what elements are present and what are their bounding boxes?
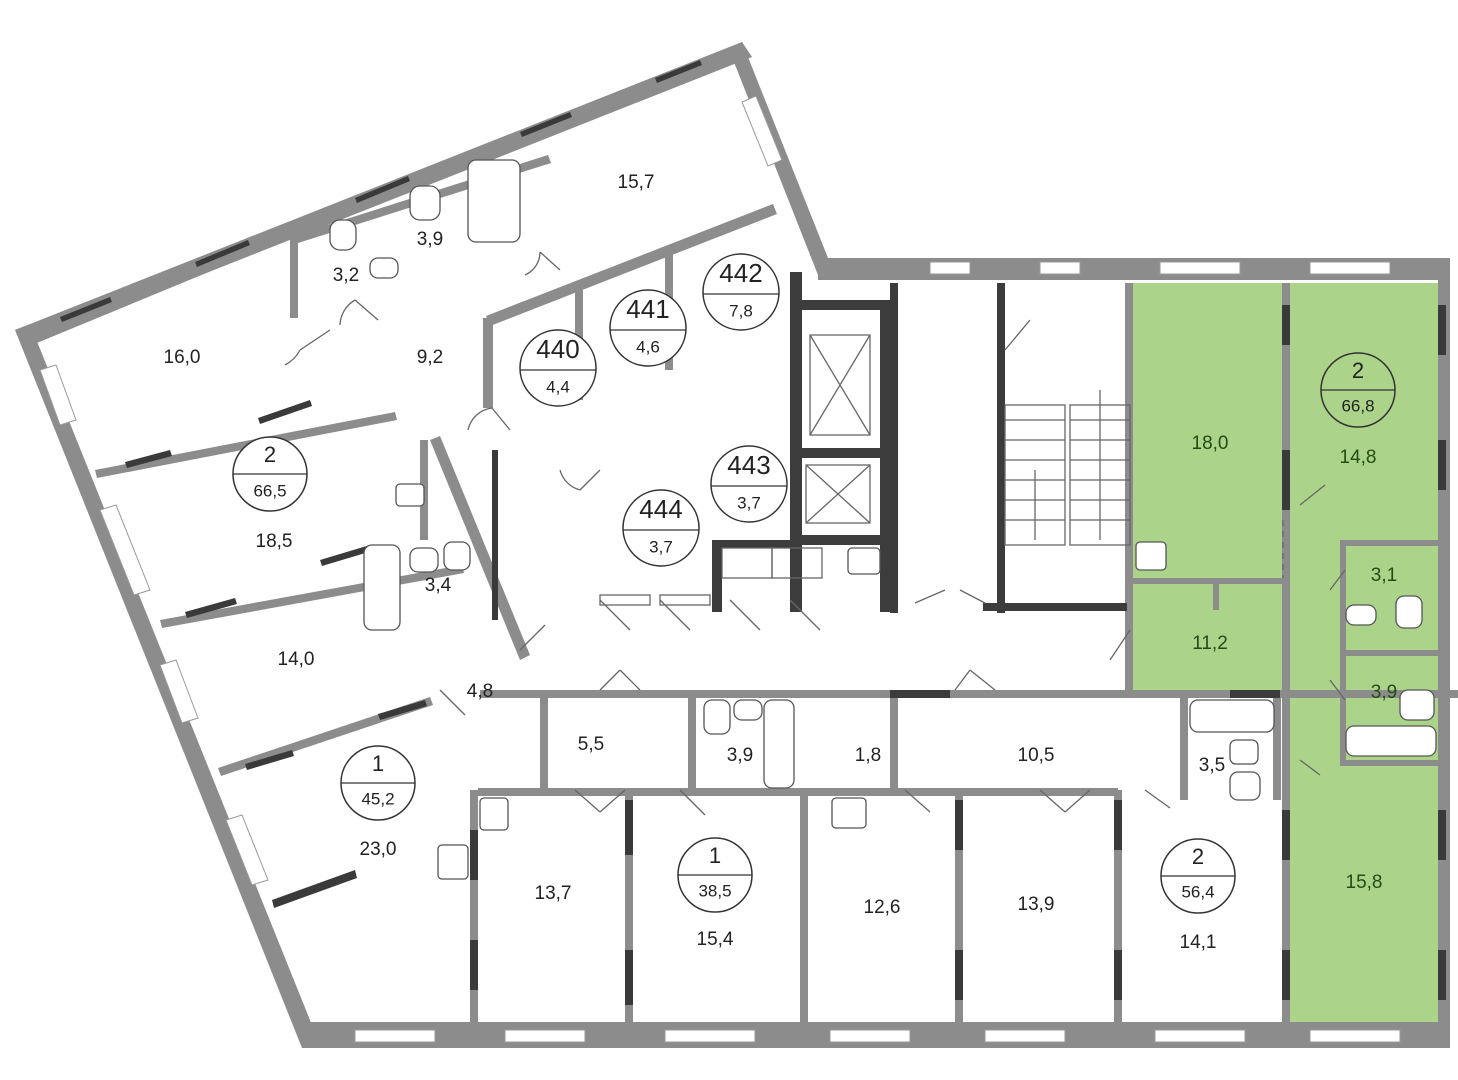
room-area-label: 4,8 bbox=[467, 681, 493, 702]
room-area-label: 13,9 bbox=[1018, 894, 1055, 915]
room-area-label: 13,7 bbox=[535, 883, 572, 904]
windows bbox=[39, 95, 1401, 1043]
storage-area: 7,8 bbox=[729, 301, 753, 320]
apartment-area: 38,5 bbox=[698, 881, 731, 900]
storage-badge-444[interactable]: 444 3,7 bbox=[622, 489, 700, 567]
apartment-badge-southeast[interactable]: 2 56,4 bbox=[1160, 838, 1236, 914]
apartment-rooms: 2 bbox=[264, 442, 276, 467]
storage-badge-441[interactable]: 441 4,6 bbox=[609, 289, 687, 367]
room-area-label: 15,4 bbox=[697, 929, 734, 950]
room-area-label: 5,5 bbox=[578, 734, 604, 755]
storage-area: 4,6 bbox=[636, 337, 660, 356]
room-area-label: 11,2 bbox=[1192, 633, 1228, 654]
apartment-badge-south[interactable]: 1 38,5 bbox=[677, 837, 753, 913]
storage-badge-442[interactable]: 442 7,8 bbox=[702, 253, 780, 331]
room-area-label: 14,0 bbox=[278, 649, 315, 670]
room-area-label: 12,6 bbox=[864, 897, 901, 918]
room-area-label: 1,8 bbox=[855, 745, 881, 766]
room-area-label: 10,5 bbox=[1018, 745, 1055, 766]
apartment-area: 45,2 bbox=[361, 789, 394, 808]
room-area-label: 3,9 bbox=[417, 229, 443, 250]
room-area-label: 18,0 bbox=[1192, 433, 1229, 454]
doors bbox=[284, 251, 1346, 816]
apartment-badge-east-selected[interactable]: 2 66,8 bbox=[1320, 352, 1396, 428]
storage-area: 4,4 bbox=[546, 377, 570, 396]
apartment-area: 56,4 bbox=[1181, 882, 1214, 901]
storage-badge-443[interactable]: 443 3,7 bbox=[710, 445, 788, 523]
storage-number: 441 bbox=[626, 294, 669, 324]
apartment-area: 66,8 bbox=[1341, 396, 1374, 415]
room-area-label: 3,5 bbox=[1199, 755, 1225, 776]
apartment-badge-southwest[interactable]: 1 45,2 bbox=[340, 745, 416, 821]
storage-area: 3,7 bbox=[737, 493, 761, 512]
apartment-badge-west[interactable]: 2 66,5 bbox=[232, 436, 308, 512]
apartment-rooms: 2 bbox=[1352, 358, 1364, 383]
storage-badge-440[interactable]: 440 4,4 bbox=[519, 329, 597, 407]
window-marks bbox=[60, 60, 1446, 1005]
room-area-label: 9,2 bbox=[417, 347, 443, 368]
room-area-label: 14,8 bbox=[1340, 447, 1377, 468]
apartment-rooms: 1 bbox=[709, 843, 721, 868]
core-walls bbox=[712, 272, 1280, 698]
storage-number: 443 bbox=[727, 450, 770, 480]
room-area-label: 16,0 bbox=[164, 347, 201, 368]
room-area-label: 3,4 bbox=[425, 575, 452, 596]
fixtures bbox=[329, 159, 1437, 880]
room-area-label: 23,0 bbox=[360, 839, 397, 860]
storage-number: 444 bbox=[639, 494, 682, 524]
room-area-label: 3,2 bbox=[333, 265, 359, 286]
apartment-area: 66,5 bbox=[253, 481, 286, 500]
storage-number: 442 bbox=[719, 258, 762, 288]
room-area-label: 3,9 bbox=[727, 745, 753, 766]
storage-area: 3,7 bbox=[649, 537, 673, 556]
core bbox=[805, 334, 1131, 546]
room-area-label: 15,8 bbox=[1346, 872, 1383, 893]
room-labels: 16,0 9,2 3,2 3,9 15,7 18,5 3,4 14,0 4,8 … bbox=[164, 172, 1398, 953]
room-area-label: 15,7 bbox=[618, 172, 655, 193]
room-area-label: 3,1 bbox=[1371, 565, 1397, 586]
room-area-label: 3,9 bbox=[1371, 682, 1397, 703]
storage-number: 440 bbox=[536, 334, 579, 364]
room-area-label: 14,1 bbox=[1180, 932, 1217, 953]
apartment-rooms: 2 bbox=[1192, 844, 1204, 869]
room-area-label: 18,5 bbox=[256, 531, 293, 552]
apartment-rooms: 1 bbox=[372, 751, 384, 776]
